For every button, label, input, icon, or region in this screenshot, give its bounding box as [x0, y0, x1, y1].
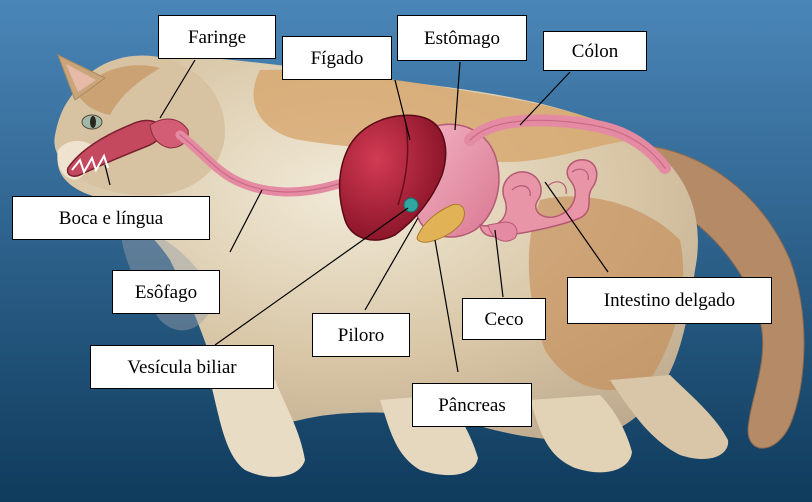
label-piloro: Piloro — [312, 313, 410, 357]
label-boca-lingua: Boca e língua — [12, 196, 210, 240]
label-intestino-delgado: Intestino delgado — [567, 277, 772, 324]
label-figado: Fígado — [282, 36, 392, 80]
label-faringe: Faringe — [158, 15, 276, 59]
label-colon: Cólon — [543, 31, 647, 71]
label-estomago: Estômago — [397, 15, 527, 61]
label-esofago: Esôfago — [112, 270, 220, 314]
label-ceco: Ceco — [462, 298, 546, 340]
label-vesicula-biliar: Vesícula biliar — [90, 345, 274, 389]
label-pancreas: Pâncreas — [412, 383, 532, 427]
